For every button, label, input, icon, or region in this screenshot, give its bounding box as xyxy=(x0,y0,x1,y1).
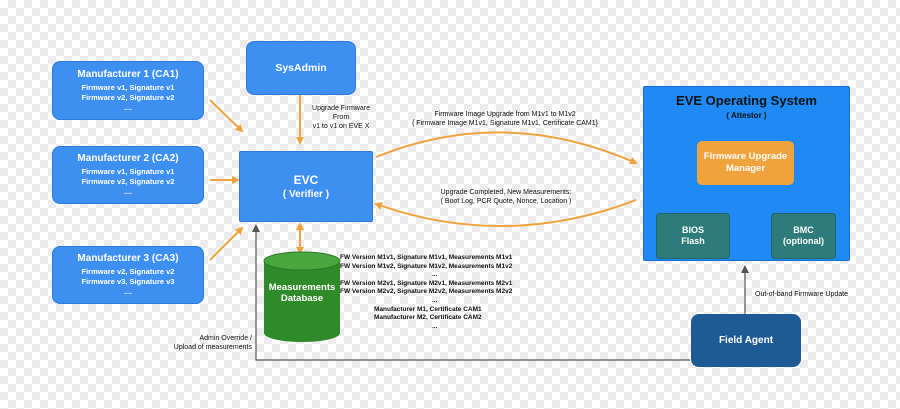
arrow-m1-evc xyxy=(209,99,244,133)
firmware-upgrade-manager-box: Firmware Upgrade Manager xyxy=(697,141,794,185)
image-upgrade-line-2: { Firmware Image M1v1, Signature M1v1, C… xyxy=(412,120,598,127)
sysadmin-label: SysAdmin xyxy=(275,62,327,74)
upgrade-note-line-2: From xyxy=(332,114,350,121)
fw-list-line-4: FW Version M2v1, Signature M2v1, Measure… xyxy=(340,279,513,287)
fw-manager-line-1: Firmware Upgrade xyxy=(703,151,788,162)
eve-os-subtitle: ( Attestor ) xyxy=(726,111,767,120)
evc-subtitle: ( Verifier ) xyxy=(282,189,330,200)
bios-line-2: Flash xyxy=(681,236,705,246)
manufacturer-2-title: Manufacturer 2 (CA2) xyxy=(77,153,179,164)
manufacturer-2-box: Manufacturer 2 (CA2) Firmware v1, Signat… xyxy=(52,146,204,204)
bmc-line-1: BMC xyxy=(793,225,814,235)
database-label: Measurements Database xyxy=(264,282,340,304)
bios-line-1: BIOS xyxy=(681,225,704,235)
fw-list-line-2: FW Version M1v2, Signature M1v2, Measure… xyxy=(340,262,513,270)
manufacturer-3-line-3: .... xyxy=(123,287,133,296)
manufacturer-3-line-2: Firmware v3, Signature v3 xyxy=(81,277,175,286)
upgrade-firmware-note: Upgrade Firmware From v1 to v1 on EVE X xyxy=(296,104,386,131)
field-agent-box: Field Agent xyxy=(691,314,801,367)
admin-override-line-2: Upload of measurements xyxy=(173,344,252,351)
upgrade-note-line-3: v1 to v1 on EVE X xyxy=(312,123,370,130)
arrow-field-evc xyxy=(252,224,690,361)
sysadmin-box: SysAdmin xyxy=(246,41,356,95)
bmc-box: BMC (optional) xyxy=(771,213,836,259)
fw-list-line-9: ... xyxy=(432,322,438,330)
manufacturer-3-line-1: Firmware v2, Signature v2 xyxy=(81,267,175,276)
manufacturer-3-box: Manufacturer 3 (CA3) Firmware v2, Signat… xyxy=(52,246,204,304)
manufacturer-1-line-2: Firmware v2, Signature v2 xyxy=(81,92,175,102)
arrow-m3-evc xyxy=(209,226,244,261)
fw-list-line-8: Manufacturer M2, Certificate CAM2 xyxy=(374,314,482,322)
fw-list-line-3: ... xyxy=(432,271,438,279)
eve-os-title: EVE Operating System xyxy=(676,93,817,108)
bios-flash-box: BIOS Flash xyxy=(656,213,730,259)
upgrade-completed-line-1: Upgrade Completed, New Measurements: xyxy=(440,189,572,196)
firmware-measurements-list: FW Version M1v1, Signature M1v1, Measure… xyxy=(340,254,512,331)
manufacturer-3-title: Manufacturer 3 (CA3) xyxy=(77,253,179,264)
database-label-line-1: Measurements xyxy=(268,282,336,293)
arrow-evc-eve xyxy=(375,131,638,165)
oob-update-label: Out-of-band Firmware Update xyxy=(755,291,848,298)
fw-list-line-6: ... xyxy=(432,296,438,304)
fw-list-line-1: FW Version M1v1, Signature M1v1, Measure… xyxy=(340,254,513,261)
database-label-line-2: Database xyxy=(280,293,324,304)
admin-override-label: Admin Override / Upload of measurements xyxy=(168,334,252,352)
manufacturer-1-line-3: .... xyxy=(123,102,133,112)
bmc-line-2: (optional) xyxy=(783,236,824,246)
image-upgrade-line-1: Firmware Image Upgrade from M1v1 to M1v2 xyxy=(434,111,576,118)
evc-title: EVC xyxy=(293,173,319,187)
fw-list-line-7: Manufacturer M1, Certificate CAM1 xyxy=(374,305,482,313)
database-cylinder xyxy=(263,251,341,342)
image-upgrade-label: Firmware Image Upgrade from M1v1 to M1v2… xyxy=(400,110,610,128)
field-agent-label: Field Agent xyxy=(718,335,774,346)
manufacturer-2-line-1: Firmware v1, Signature v1 xyxy=(81,167,175,176)
manufacturer-1-line-1: Firmware v1, Signature v1 xyxy=(81,82,175,92)
admin-override-line-1: Admin Override / xyxy=(199,335,252,342)
fw-list-line-5: FW Version M2v2, Signature M2v2, Measure… xyxy=(340,288,513,296)
evc-box: EVC ( Verifier ) xyxy=(239,151,373,222)
fw-manager-line-2: Manager xyxy=(725,163,766,174)
manufacturer-1-title: Manufacturer 1 (CA1) xyxy=(77,68,179,80)
manufacturer-2-line-3: .... xyxy=(123,187,133,196)
manufacturer-1-box: Manufacturer 1 (CA1) Firmware v1, Signat… xyxy=(52,61,204,120)
arrow-eve-evc xyxy=(374,199,637,228)
upgrade-completed-line-2: ( Boot Log, PCR Quote, Nonce, Location ) xyxy=(440,198,572,205)
upgrade-note-line-1: Upgrade Firmware xyxy=(312,105,370,112)
upgrade-completed-label: Upgrade Completed, New Measurements: ( B… xyxy=(416,188,596,206)
manufacturer-2-line-2: Firmware v2, Signature v2 xyxy=(81,177,175,186)
